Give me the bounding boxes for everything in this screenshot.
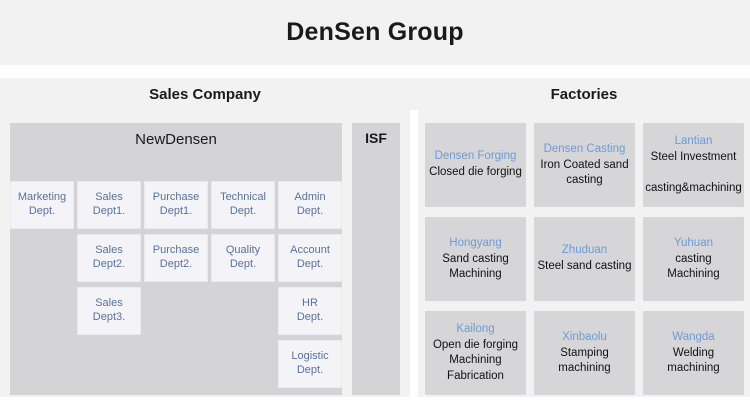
factory-description: Stamping machining: [558, 346, 611, 374]
page-title: DenSen Group: [286, 18, 464, 46]
factory-description: Steel Investment casting&machining: [645, 151, 742, 194]
department-cell-empty: [10, 287, 74, 335]
factory-description: casting Machining: [667, 252, 720, 280]
factory-description: Closed die forging: [429, 166, 522, 179]
department-cell-empty: [10, 340, 74, 388]
factory-name: Densen Casting: [543, 142, 626, 155]
isf-label: ISF: [365, 130, 387, 146]
department-cell-empty: [211, 340, 275, 388]
newdensen-title: NewDensen: [135, 131, 217, 148]
department-cell-empty: [211, 287, 275, 335]
factory-name: Yuhuan: [673, 236, 713, 249]
department-cell-empty: [10, 234, 74, 282]
factory-name: Lantian: [674, 135, 713, 148]
factory-name: Zhuduan: [561, 244, 608, 257]
group-title-band: DenSen Group: [0, 0, 750, 65]
factory-description: Iron Coated sand casting: [540, 158, 629, 186]
factory-name: Kailong: [456, 323, 495, 336]
factory-card-yuhuan[interactable]: Yuhuan casting Machining: [643, 217, 744, 301]
section-title-sales-company: Sales Company: [149, 85, 261, 103]
factory-description: Steel sand casting: [537, 260, 632, 273]
department-cell-empty: [144, 340, 208, 388]
factory-name: Densen Forging: [434, 150, 517, 163]
section-title-factories: Factories: [550, 85, 618, 103]
department-cell-empty: [77, 340, 141, 388]
factory-description: Open die forging Machining Fabrication: [432, 339, 519, 382]
department-cell-empty: [144, 287, 208, 335]
factory-name: Wangda: [672, 330, 715, 343]
factory-name: Xinbaolu: [562, 330, 607, 343]
isf-block: ISF: [352, 123, 400, 395]
section-header-band: Sales Company Factories: [0, 78, 750, 110]
factory-description: Sand casting Machining: [442, 252, 509, 280]
factory-name: Hongyang: [449, 236, 502, 249]
factory-description: Welding machining: [667, 346, 720, 374]
